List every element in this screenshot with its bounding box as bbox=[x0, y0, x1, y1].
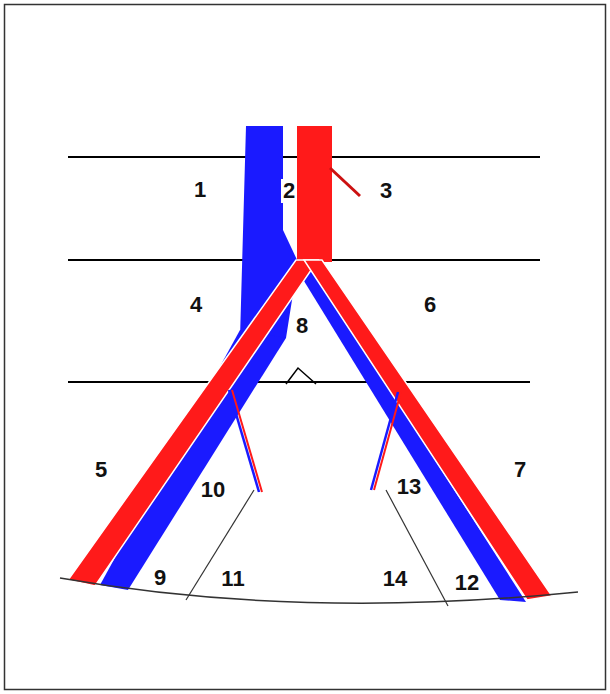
callout-number: 9 bbox=[152, 566, 168, 590]
left-artery bbox=[68, 260, 318, 586]
caret-mark bbox=[286, 368, 316, 384]
left-vein bbox=[100, 330, 286, 590]
small-vein bbox=[229, 390, 259, 492]
artery-trunk bbox=[297, 126, 332, 262]
frame bbox=[5, 5, 606, 690]
callout-number: 2 bbox=[281, 179, 297, 203]
callout-number: 7 bbox=[512, 458, 528, 482]
callout-number: 6 bbox=[422, 293, 438, 317]
callout-number: 13 bbox=[395, 475, 423, 499]
boundary-line bbox=[186, 490, 254, 600]
callout-number: 3 bbox=[378, 179, 394, 203]
callout-number: 8 bbox=[294, 314, 310, 338]
small-vein bbox=[371, 392, 398, 490]
small-artery bbox=[232, 390, 262, 492]
callout-number: 11 bbox=[219, 567, 246, 591]
right-vein bbox=[296, 262, 526, 602]
level-line bbox=[68, 381, 530, 383]
small-branch bbox=[330, 168, 360, 196]
callout-number: 14 bbox=[381, 567, 409, 591]
ligament-curve bbox=[60, 578, 578, 603]
right-artery bbox=[304, 260, 552, 600]
callout-number: 10 bbox=[199, 478, 227, 502]
callout-number: 1 bbox=[192, 178, 208, 202]
callout-number: 5 bbox=[93, 458, 109, 482]
callout-number: 4 bbox=[188, 293, 204, 317]
callout-number: 12 bbox=[453, 571, 481, 595]
